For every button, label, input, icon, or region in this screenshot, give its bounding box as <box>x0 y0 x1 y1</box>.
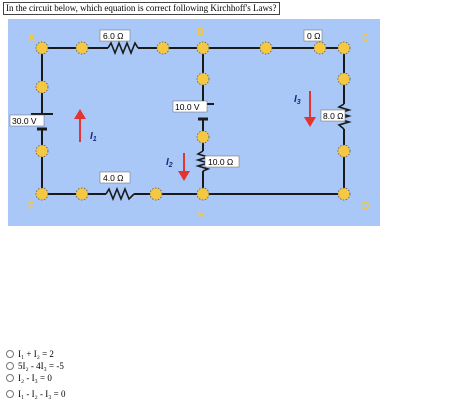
choice-text: 5I₂ - 4I₃ = -5 <box>18 361 64 371</box>
choice-3[interactable]: I₂ - I₃ = 0 <box>6 372 65 384</box>
current-i3-arrow-icon <box>304 91 316 127</box>
current-i2-label: I2 <box>166 157 173 169</box>
node-b-label: B <box>197 27 204 38</box>
resistor-bottom-left <box>105 186 135 202</box>
node-e-label: E <box>198 210 205 221</box>
battery-left <box>31 113 53 131</box>
resistor-top-left-label: 6.0 Ω <box>103 31 124 41</box>
resistor-top-left <box>107 40 139 56</box>
current-i3-label: I3 <box>294 94 301 106</box>
node-labels: A B C D E F <box>28 27 369 221</box>
resistor-right-branch <box>336 103 352 130</box>
choice-text: I₁ + I₂ = 2 <box>18 349 54 359</box>
circuit-diagram: A B C D E F 6.0 Ω 0 Ω 8.0 Ω 10.0 Ω 4.0 Ω… <box>8 19 380 226</box>
question-text: In the circuit below, which equation is … <box>3 2 280 15</box>
node-a-label: A <box>28 33 35 44</box>
choice-4[interactable]: I₁ - I₂ - I₃ = 0 <box>6 388 65 400</box>
answer-choices: I₁ + I₂ = 2 5I₂ - 4I₃ = -5 I₂ - I₃ = 0 I… <box>6 348 65 400</box>
current-i2-arrow-icon <box>178 153 190 181</box>
resistor-bottom-left-label: 4.0 Ω <box>103 173 124 183</box>
resistor-right-branch-label: 8.0 Ω <box>323 111 344 121</box>
choice-1[interactable]: I₁ + I₂ = 2 <box>6 348 65 360</box>
current-i1-arrow-icon <box>74 109 86 142</box>
radio-button[interactable] <box>6 362 14 370</box>
resistor-middle-branch <box>195 150 211 172</box>
battery-left-label: 30.0 V <box>12 116 37 126</box>
wire-markers <box>35 41 351 201</box>
node-f-label: F <box>28 201 34 212</box>
resistor-middle-branch-label: 10.0 Ω <box>208 157 233 167</box>
choice-text: I₂ - I₃ = 0 <box>18 373 52 383</box>
radio-button[interactable] <box>6 374 14 382</box>
node-c-label: C <box>362 33 369 44</box>
choice-2[interactable]: 5I₂ - 4I₃ = -5 <box>6 360 65 372</box>
current-i1-label: I1 <box>90 131 97 143</box>
node-d-label: D <box>362 201 369 212</box>
resistor-top-right-label: 0 Ω <box>307 31 320 41</box>
choice-text: I₁ - I₂ - I₃ = 0 <box>18 389 66 399</box>
radio-button[interactable] <box>6 350 14 358</box>
radio-button[interactable] <box>6 390 14 398</box>
battery-middle-label: 10.0 V <box>175 102 200 112</box>
